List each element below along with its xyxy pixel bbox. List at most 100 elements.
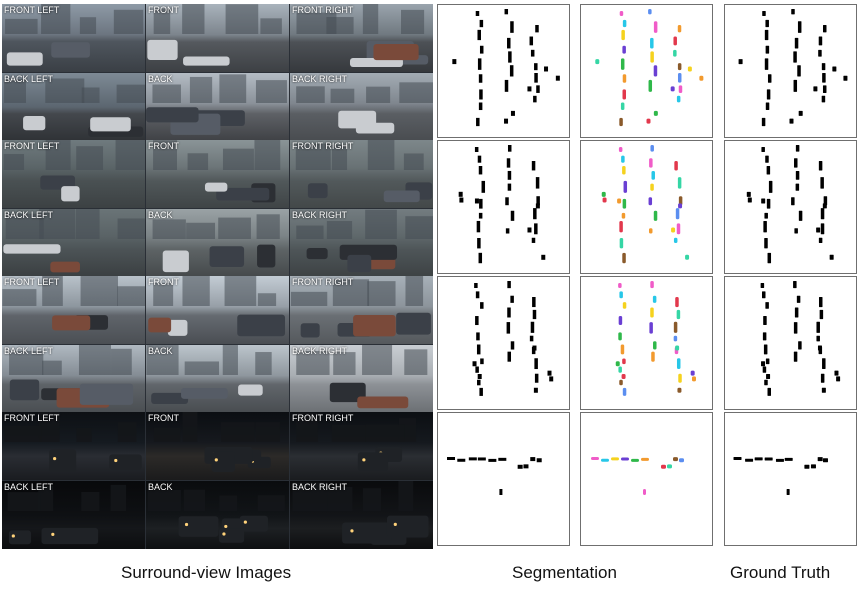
predicted-object	[475, 366, 479, 373]
camera-view: FRONT RIGHT	[290, 276, 433, 344]
vehicle-light	[224, 524, 228, 529]
predicted-object	[479, 89, 483, 100]
building-silhouette	[218, 217, 251, 239]
segmented-object	[611, 457, 619, 461]
ground-truth-object	[810, 464, 816, 469]
segmented-object	[620, 58, 625, 70]
vehicle-light	[184, 522, 189, 527]
segmented-object	[678, 203, 683, 209]
predicted-object	[530, 457, 536, 462]
segmented-object	[620, 344, 625, 355]
predicted-object	[536, 85, 540, 93]
ground-truth-object	[797, 21, 802, 33]
segmented-object	[619, 379, 623, 386]
camera-scene-graphic	[295, 140, 433, 203]
building-silhouette	[153, 140, 177, 170]
camera-scene-graphic	[4, 412, 142, 473]
predicted-object	[530, 321, 535, 333]
building-silhouette	[5, 18, 38, 34]
camera-scene-graphic	[7, 484, 127, 545]
predicted-object	[507, 281, 511, 289]
camera-scene-graphic	[4, 78, 145, 137]
building-silhouette	[403, 153, 424, 170]
predicted-object	[535, 203, 540, 209]
building-silhouette	[147, 489, 181, 511]
ground-truth-object	[754, 457, 763, 461]
predicted-object	[476, 332, 480, 341]
predicted-object	[544, 66, 549, 72]
segmented-object	[675, 208, 680, 220]
ground-truth-object	[764, 379, 768, 386]
ground-truth-object	[765, 155, 769, 163]
segmented-object	[651, 170, 655, 180]
building-silhouette	[39, 209, 76, 239]
building-silhouette	[399, 82, 433, 103]
ground-truth-object	[767, 74, 772, 83]
ground-truth-object	[816, 335, 820, 342]
ground-truth-object	[784, 457, 793, 461]
building-silhouette	[333, 352, 356, 375]
ground-truth-object	[822, 458, 828, 463]
segmented-object	[617, 198, 622, 204]
vehicle-light	[53, 456, 57, 461]
segmented-object	[679, 458, 684, 463]
building-silhouette	[187, 153, 209, 170]
building-silhouette	[296, 412, 318, 442]
ground-truth-object	[818, 297, 823, 308]
predicted-object	[534, 358, 538, 370]
building-silhouette	[331, 145, 348, 170]
predicted-object	[534, 223, 538, 235]
ground-truth-object	[822, 358, 826, 370]
ground-truth-object	[764, 58, 769, 70]
vehicle-silhouette	[396, 312, 431, 335]
segmented-object	[618, 283, 622, 289]
predicted-object	[479, 19, 484, 28]
building-silhouette	[405, 276, 424, 306]
predicted-object	[533, 208, 537, 220]
ground-truth-object	[836, 376, 841, 382]
segmented-object	[622, 19, 627, 28]
predicted-object	[535, 177, 540, 189]
predicted-object	[533, 95, 537, 103]
predicted-object	[536, 196, 540, 206]
segmented-object	[621, 374, 626, 380]
segmented-object	[619, 220, 623, 233]
ground-truth-object	[832, 66, 837, 72]
segmented-object	[643, 489, 646, 495]
ground-truth-object	[793, 51, 797, 63]
predicted-object	[474, 198, 479, 204]
ground-truth-object	[766, 89, 771, 100]
vehicle-silhouette	[52, 315, 91, 331]
segmented-object	[622, 302, 627, 309]
predicted-object	[547, 370, 552, 376]
building-silhouette	[184, 361, 220, 375]
predicted-object	[477, 379, 481, 386]
building-silhouette	[222, 148, 254, 170]
segmented-object	[618, 332, 622, 341]
ground-truth-object	[820, 373, 825, 383]
segmented-object	[651, 351, 655, 362]
vehicle-silhouette	[355, 122, 395, 134]
predicted-object	[527, 86, 532, 92]
predicted-object	[532, 297, 536, 308]
predicted-object	[478, 166, 483, 175]
camera-scene-graphic	[5, 4, 144, 66]
building-silhouette	[153, 282, 174, 306]
ground-truth-object	[763, 316, 767, 326]
predicted-object	[507, 307, 511, 318]
building-silhouette	[75, 209, 100, 239]
segmentation-map	[580, 276, 713, 410]
ground-truth-object	[794, 307, 799, 318]
segmented-object	[677, 63, 682, 71]
ground-truth-object	[765, 102, 770, 111]
vehicle-light	[11, 534, 15, 538]
vehicle-silhouette	[181, 387, 228, 399]
camera-label: BACK LEFT	[4, 482, 54, 492]
building-silhouette	[182, 4, 205, 34]
vehicle-silhouette	[357, 452, 389, 472]
ground-truth-object	[793, 281, 797, 289]
segmented-object	[653, 341, 657, 350]
vehicle-light	[51, 532, 55, 536]
camera-view: BACK	[146, 345, 289, 413]
